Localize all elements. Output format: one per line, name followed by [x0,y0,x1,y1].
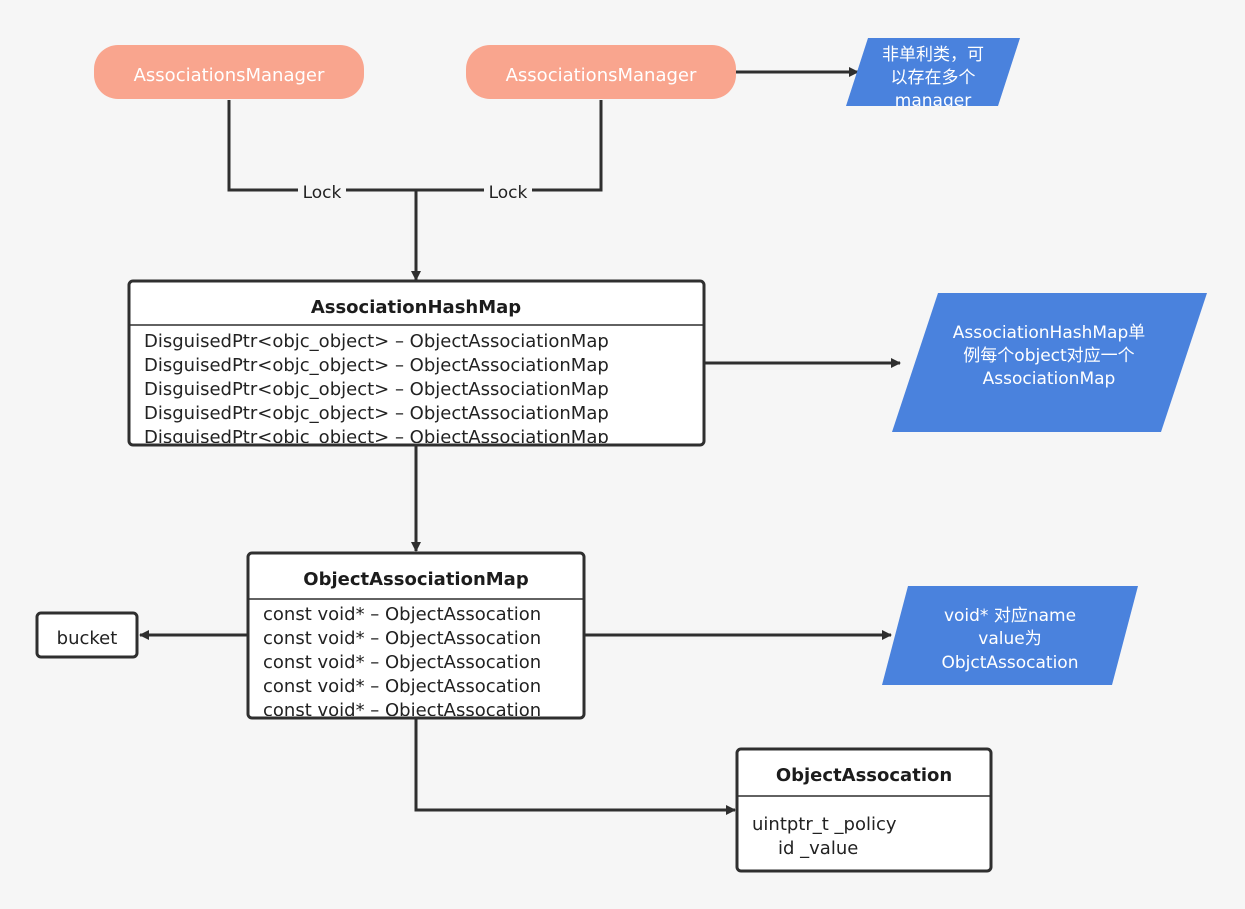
note-line: 以存在多个 [891,68,976,88]
association-hashmap-box[interactable]: AssociationHashMap DisguisedPtr<objc_obj… [127,279,706,448]
note-manager[interactable]: 非单利类，可 以存在多个 manager [846,38,1020,111]
hashmap-rows: DisguisedPtr<objc_object> – ObjectAssoci… [144,331,609,448]
objmap-row: const void* – ObjectAssocation [263,700,541,721]
hashmap-row: DisguisedPtr<objc_object> – ObjectAssoci… [144,403,609,424]
note-line: AssociationHashMap单 [953,323,1146,343]
lock-label-bg [298,180,346,202]
note-line: AssociationMap [983,369,1116,389]
box-border [735,747,993,873]
note-shape [846,38,1020,106]
box-border [246,551,586,720]
assoc-row-value: id _value [778,838,858,859]
lock-label: Lock [303,183,342,203]
hashmap-row: DisguisedPtr<objc_object> – ObjectAssoci… [144,355,609,376]
objmap-row: const void* – ObjectAssocation [263,628,541,649]
assoc-row-policy: uintptr_t _policy [752,814,897,835]
lock-line-right [416,100,603,192]
objmap-row: const void* – ObjectAssocation [263,604,541,625]
box-title: AssociationHashMap [311,297,521,318]
manager-label: AssociationsManager [506,65,697,86]
note-shape [892,293,1207,432]
box-border [127,279,706,447]
objmap-row: const void* – ObjectAssocation [263,676,541,697]
box-border [35,611,139,659]
hashmap-row: DisguisedPtr<objc_object> – ObjectAssoci… [144,379,609,400]
note-line: 非单利类，可 [882,45,984,65]
lock-label-bg [484,180,532,202]
box-title: ObjectAssociationMap [303,569,529,590]
object-assocation-box[interactable]: ObjectAssocation uintptr_t _policy id _v… [735,747,993,873]
note-objmap[interactable]: void* 对应name value为 ObjctAssocation [882,586,1138,685]
note-line: manager [895,91,971,111]
note-line: 例每个object对应一个 [963,346,1134,366]
lock-labels: Lock Lock [298,180,532,203]
hashmap-row: DisguisedPtr<objc_object> – ObjectAssoci… [144,331,609,352]
note-line: void* 对应name [944,606,1076,626]
lock-line-left [227,100,416,192]
lock-label: Lock [489,183,528,203]
note-shape [882,586,1138,685]
object-association-map-box[interactable]: ObjectAssociationMap const void* – Objec… [246,551,586,721]
manager-pill-shape [466,45,736,99]
manager-label: AssociationsManager [134,65,325,86]
connectors [139,67,901,815]
bucket-label: bucket [57,628,118,649]
note-line: ObjctAssocation [942,653,1079,673]
associations-manager-right[interactable]: AssociationsManager [466,45,736,99]
hashmap-row: DisguisedPtr<objc_object> – ObjectAssoci… [144,427,609,448]
objmap-row: const void* – ObjectAssocation [263,652,541,673]
manager-pill-shape [94,45,364,99]
arrow-objmap-to-assoc [414,719,736,815]
note-line: value为 [978,629,1041,649]
associations-manager-left[interactable]: AssociationsManager [94,45,364,99]
box-title: ObjectAssocation [776,765,952,786]
objmap-rows: const void* – ObjectAssocation const voi… [263,604,541,721]
note-hashmap[interactable]: AssociationHashMap单 例每个object对应一个 Associ… [892,293,1207,432]
bucket-box[interactable]: bucket [35,611,139,659]
